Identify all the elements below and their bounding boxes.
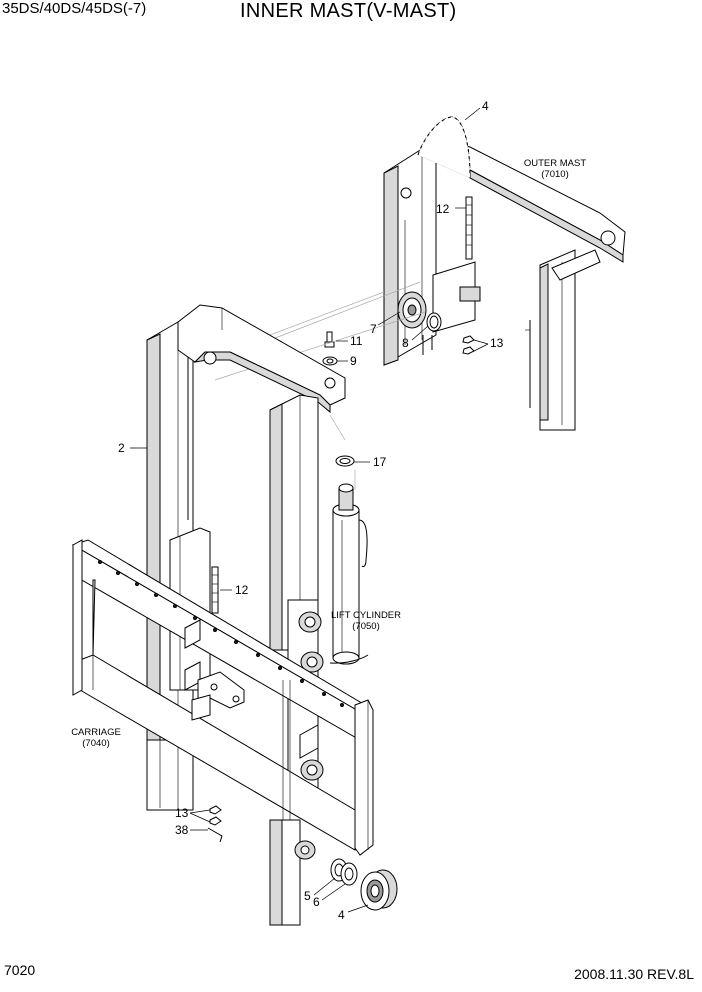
callout-5: 5	[304, 889, 311, 903]
carriage-ref: (7040)	[82, 738, 109, 749]
page-number: 7020	[4, 962, 36, 978]
callout-38: 38	[175, 823, 189, 837]
inner-mast-drawing	[146, 304, 346, 926]
assembly-labels: OUTER MAST (7010) LIFT CYLINDER (7050) C…	[71, 158, 586, 749]
callout-13-lower: 13	[175, 806, 189, 820]
callout-4: 4	[338, 908, 345, 922]
carriage-anchor-bolt	[211, 566, 219, 614]
callout-8: 8	[402, 336, 409, 350]
page-title: INNER MAST(V-MAST)	[240, 0, 457, 22]
callout-7: 7	[370, 322, 377, 336]
carriage-label: CARRIAGE	[71, 727, 121, 738]
nut-and-cotter-pin	[207, 805, 223, 843]
callout-13-upper: 13	[490, 336, 504, 350]
callout-2: 2	[118, 441, 125, 455]
callout-17: 17	[373, 455, 387, 469]
callout-6: 6	[313, 895, 320, 909]
outer-mast-ref: (7010)	[541, 169, 568, 180]
callout-numbers: 4 12 7 8 11 9 13 2 17 12 13 38 5 6 4	[118, 99, 504, 922]
lift-cylinder-drawing	[329, 483, 369, 665]
callout-3: 4	[482, 99, 489, 113]
revision-date: 2008.11.30 REV.8L	[574, 966, 694, 982]
callout-11: 12	[436, 202, 450, 216]
outer-mast-label: OUTER MAST	[524, 158, 586, 169]
shims-and-roller	[330, 858, 398, 911]
bolt-and-washer	[322, 331, 338, 366]
callout-9: 9	[350, 354, 357, 368]
lift-cylinder-ref: (7050)	[352, 621, 379, 632]
outer-mast-drawing	[383, 139, 626, 431]
chain-sheave	[397, 291, 427, 329]
leader-lines	[130, 107, 489, 913]
callout-10: 11	[350, 334, 363, 348]
lift-chain	[417, 116, 471, 179]
chain-anchor-bolt	[465, 196, 473, 260]
nuts-upper	[462, 335, 475, 355]
callout-12: 12	[235, 583, 249, 597]
carriage-drawing	[71, 539, 374, 856]
model-code: 35DS/40DS/45DS(-7)	[2, 0, 147, 17]
lift-cylinder-label: LIFT CYLINDER	[331, 610, 401, 621]
